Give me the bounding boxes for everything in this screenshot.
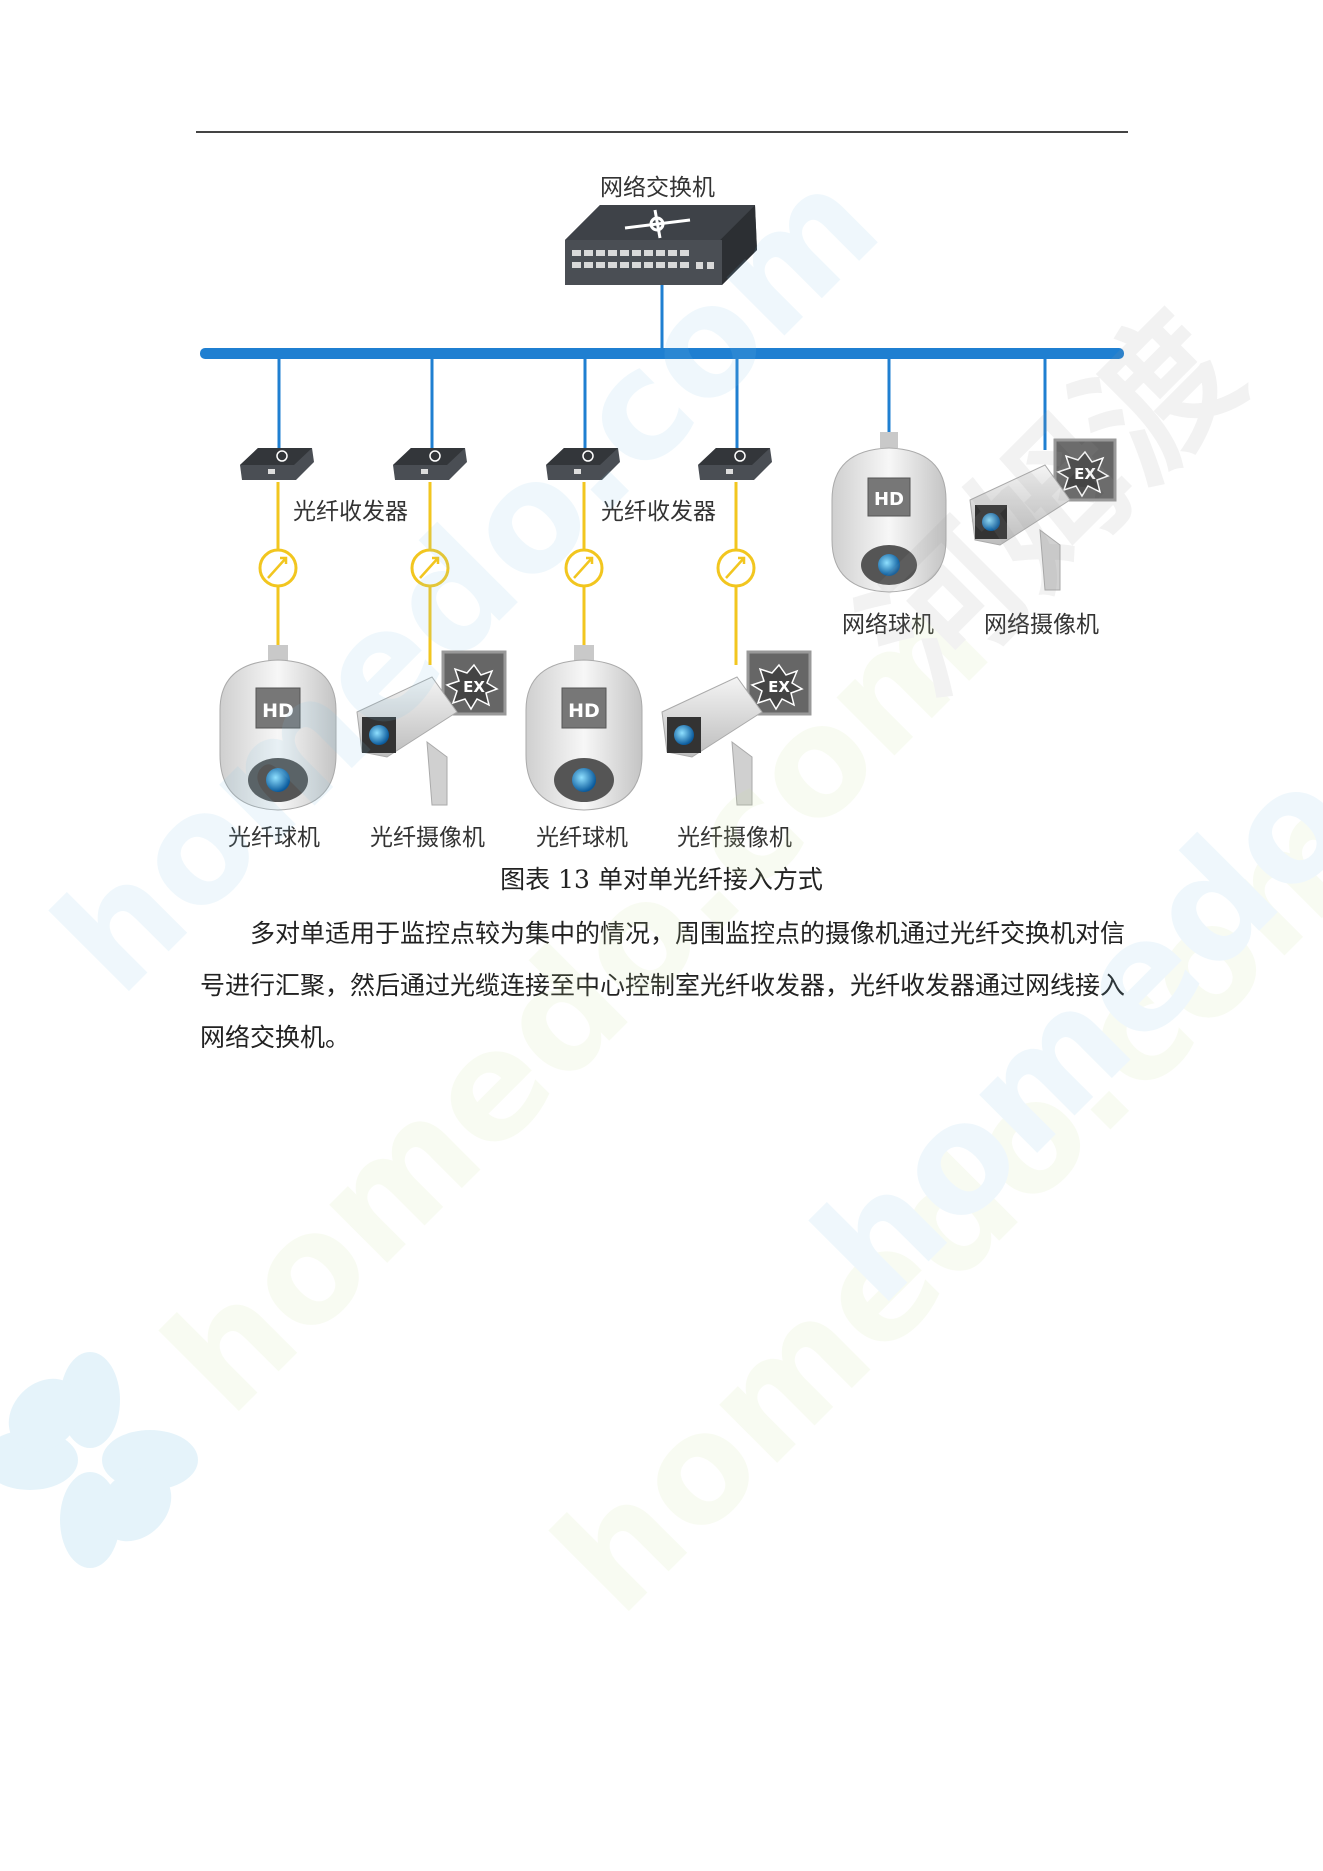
transceiver-label: 光纤收发器 xyxy=(601,499,716,525)
transceiver-label: 光纤收发器 xyxy=(293,499,408,525)
fiber-dome-label: 光纤球机 xyxy=(228,825,320,851)
fiber-dome-camera-icon: HD xyxy=(219,645,337,811)
svg-text:EX: EX xyxy=(768,678,790,696)
svg-text:HD: HD xyxy=(568,700,600,722)
fiber-dome-label: 光纤球机 xyxy=(536,825,628,851)
svg-text:HD: HD xyxy=(874,489,904,510)
fiber-transceiver-icon xyxy=(698,448,772,480)
fiber-transceiver-icon xyxy=(393,448,467,480)
fiber-dome-camera-icon: HD xyxy=(525,645,643,811)
network-dome-label: 网络球机 xyxy=(842,612,934,638)
fiber-bullet-camera-icon: EX xyxy=(661,650,812,806)
network-diagram: HD EX HD EX HD xyxy=(200,205,1124,811)
fiber-camera-label: 光纤摄像机 xyxy=(370,825,485,851)
watermark-flower-icon xyxy=(0,1352,198,1568)
figure-caption: 图表 13 单对单光纤接入方式 xyxy=(500,865,823,894)
body-paragraph: 多对单适用于监控点较为集中的情况，周围监控点的摄像机通过光纤交换机对信号进行汇聚… xyxy=(200,919,1126,1052)
switch-label: 网络交换机 xyxy=(600,175,715,201)
network-bus xyxy=(200,348,1124,359)
svg-text:EX: EX xyxy=(463,678,485,696)
network-dome-camera-icon: HD xyxy=(831,432,947,593)
fiber-link-icon xyxy=(258,548,756,588)
fiber-camera-label: 光纤摄像机 xyxy=(677,825,792,851)
svg-text:EX: EX xyxy=(1074,465,1096,483)
network-switch-icon xyxy=(565,205,757,285)
svg-text:HD: HD xyxy=(262,700,294,722)
fiber-transceiver-icon xyxy=(240,448,314,480)
header-rule xyxy=(196,131,1128,133)
fiber-bullet-camera-icon: EX xyxy=(356,650,507,806)
fiber-transceiver-icon xyxy=(546,448,620,480)
network-bullet-camera-icon: EX xyxy=(969,438,1117,591)
network-camera-label: 网络摄像机 xyxy=(984,612,1099,638)
